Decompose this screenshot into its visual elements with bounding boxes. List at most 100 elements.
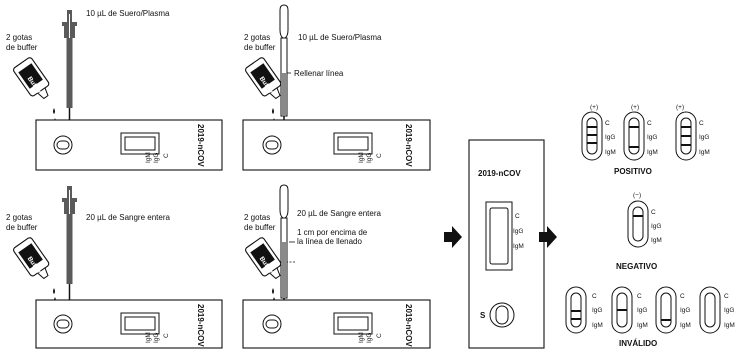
cassette-name: 2019-nCOV: [478, 169, 521, 178]
line-c-label: C: [376, 153, 383, 158]
test-cassette: C IgG IgM 2019-nCOV: [35, 299, 223, 349]
sign-positive-2: (+): [631, 104, 639, 111]
line-igg-label: IgG: [637, 307, 647, 314]
line-c-label: C: [605, 120, 610, 127]
cassette-name: 2019-nCOV: [404, 304, 413, 347]
cassette-name: 2019-nCOV: [196, 124, 205, 167]
line-c-label: C: [699, 120, 704, 127]
test-cassette: C IgG IgM 2019-nCOV: [242, 119, 431, 171]
result-strip: C IgG IgM: [611, 286, 648, 334]
result-window: [333, 312, 373, 335]
large-test-cassette: 2019-nCOV C IgG IgM S: [468, 139, 545, 349]
dropper-icon: [62, 186, 77, 302]
panel-blood-pipette: 2 gotas de buffer 20 µL de Sangre entera…: [242, 184, 431, 349]
sign-positive-1: (+): [590, 104, 598, 111]
line-igg-label: IgG: [366, 153, 373, 163]
buffer-note-line1: 2 gotas: [6, 213, 32, 222]
result-window: [485, 201, 513, 271]
buffer-bottle-icon: Buffer: [13, 57, 50, 100]
line-igg-label: IgG: [513, 228, 523, 235]
line-c-label: C: [592, 293, 597, 300]
line-c-label: C: [724, 293, 729, 300]
result-strip: C IgG IgM: [581, 111, 616, 161]
line-igg-label: IgG: [699, 134, 709, 141]
panel-serum-pipette: 2 gotas de buffer 10 µL de Suero/Plasma …: [242, 4, 431, 171]
line-c-label: C: [637, 293, 642, 300]
test-cassette: C IgG IgM 2019-nCOV: [35, 119, 223, 171]
line-c-label: C: [680, 293, 685, 300]
sample-well: [489, 302, 515, 328]
sample-well: [262, 314, 282, 334]
buffer-note-line2: de buffer: [244, 43, 276, 52]
above-line-note-line1: 1 cm por encima de: [297, 228, 368, 237]
line-igm-label: IgM: [647, 149, 658, 156]
line-igg-label: IgG: [651, 223, 661, 230]
result-strip: C IgG IgM: [565, 286, 603, 334]
line-igg-label: IgG: [647, 134, 657, 141]
drop-icon: [53, 288, 55, 294]
cassette-name: 2019-nCOV: [404, 124, 413, 167]
panel-serum-dropper: 2 gotas de buffer 10 µL de Suero/Plasma …: [6, 9, 223, 171]
buffer-bottle-icon: Buffer: [245, 237, 282, 280]
sign-negative: (−): [633, 192, 641, 199]
line-igm-label: IgM: [358, 332, 365, 343]
result-strip: C IgG IgM: [675, 111, 710, 161]
line-igg-label: IgG: [680, 307, 690, 314]
result-title-negative: NEGATIVO: [616, 262, 657, 271]
buffer-note-line2: de buffer: [6, 43, 38, 52]
result-strip: C IgG IgM: [623, 111, 658, 161]
line-igm-label: IgM: [513, 243, 524, 250]
test-cassette: C IgG IgM 2019-nCOV: [242, 299, 431, 349]
line-igm-label: IgM: [680, 322, 691, 329]
result-invalid: C IgG IgM C IgG IgM C IgG IgM C IgG IgM: [565, 286, 735, 348]
line-igg-label: IgG: [605, 134, 615, 141]
line-igg-label: IgG: [724, 307, 734, 314]
line-igg-label: IgG: [153, 333, 160, 343]
line-igm-label: IgM: [605, 149, 616, 156]
sign-positive-3: (+): [676, 104, 684, 111]
line-igm-label: IgM: [637, 322, 648, 329]
line-igg-label: IgG: [153, 153, 160, 163]
line-igm-label: IgM: [592, 322, 603, 329]
result-title-positive: POSITIVO: [614, 167, 652, 176]
drop-icon: [53, 108, 55, 114]
panel-blood-dropper: 2 gotas de buffer 20 µL de Sangre entera…: [6, 186, 223, 349]
sample-volume-label: 20 µL de Sangre entera: [86, 213, 170, 222]
pipette-icon: [279, 184, 289, 308]
sample-well: [53, 135, 73, 155]
result-strip: C IgG IgM: [655, 286, 691, 334]
result-window: [120, 132, 160, 155]
line-igm-label: IgM: [651, 237, 662, 244]
line-igm-label: IgM: [145, 332, 152, 343]
result-strip: C IgG IgM: [699, 286, 735, 334]
sample-well: [53, 314, 73, 334]
above-line-note-line2: la línea de llenado: [297, 237, 362, 246]
buffer-bottle-icon: Buffer: [245, 57, 282, 100]
result-positive: (+) (+) (+) C IgG IgM C IgG IgM: [581, 104, 710, 176]
pipette-icon: [279, 4, 289, 128]
arrow-right-icon: [539, 226, 557, 248]
result-negative: (−) C IgG IgM NEGATIVO: [616, 192, 662, 271]
sample-volume-label: 20 µL de Sangre entera: [297, 209, 381, 218]
line-c-label: C: [647, 120, 652, 127]
buffer-note-line1: 2 gotas: [244, 213, 270, 222]
buffer-note-line2: de buffer: [6, 223, 38, 232]
sample-volume-label: 10 µL de Suero/Plasma: [298, 33, 382, 42]
result-window: [120, 312, 160, 335]
drop-icon: [272, 288, 274, 294]
sample-well-label: S: [480, 311, 486, 320]
line-c-label: C: [651, 209, 656, 216]
fill-line-label: Rellenar línea: [294, 69, 344, 78]
result-window: [333, 132, 373, 155]
dropper-icon: [62, 10, 77, 126]
buffer-bottle-icon: Buffer: [13, 237, 50, 280]
line-c-label: C: [163, 153, 170, 158]
buffer-note-line2: de buffer: [244, 223, 276, 232]
line-igm-label: IgM: [724, 322, 735, 329]
sample-well: [262, 135, 282, 155]
line-c-label: C: [515, 213, 520, 220]
line-c-label: C: [163, 333, 170, 338]
buffer-note-line1: 2 gotas: [244, 33, 270, 42]
